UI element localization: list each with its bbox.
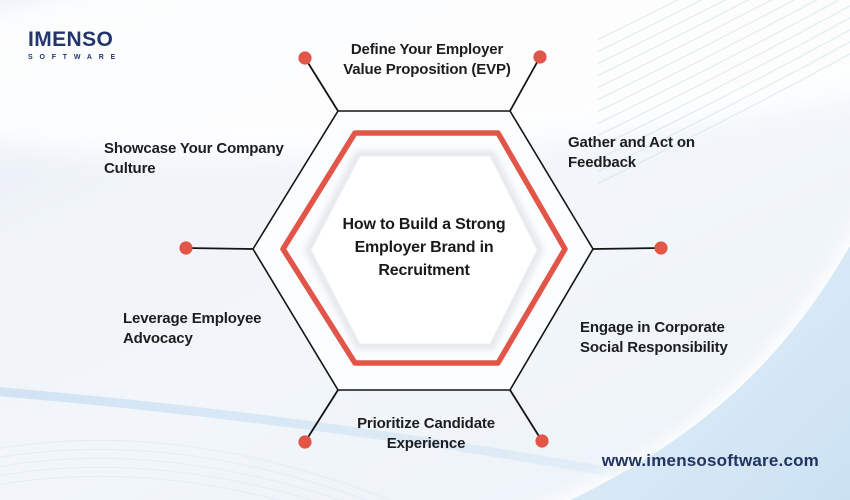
connector-line-top-left — [304, 57, 339, 112]
node-label-advocacy: Leverage Employee Advocacy — [123, 310, 262, 347]
connector-line-left — [185, 247, 254, 250]
vertex-dot-right — [654, 241, 668, 255]
connector-line-bottom-right — [509, 389, 543, 442]
website-url: www.imensosoftware.com — [601, 451, 819, 470]
vertex-dot-left — [179, 241, 193, 255]
brand-logo-wordmark: IMENSO — [28, 28, 114, 51]
connector-line-bottom-left — [304, 389, 339, 443]
brand-logo-tagline: SOFTWARE — [28, 54, 123, 61]
wavy-arcs-bottom-left — [0, 439, 391, 500]
node-label-csr: Engage in Corporate Social Responsibilit… — [580, 319, 728, 356]
node-label-evp: Define Your Employer Value Proposition (… — [343, 41, 511, 78]
accent-hexagon — [280, 130, 568, 366]
vertex-dot-bottom-right — [535, 434, 549, 448]
vertex-dot-bottom-left — [298, 435, 312, 449]
diagram-title: How to Build a Strong Employer Brand in … — [342, 216, 506, 279]
brand-logo: IMENSO SOFTWARE — [28, 29, 122, 61]
connector-line-right — [592, 247, 662, 250]
node-label-candidate-experience: Prioritize Candidate Experience — [357, 415, 495, 452]
node-label-feedback: Gather and Act on Feedback — [568, 134, 695, 171]
connector-line-top-right — [509, 56, 541, 112]
node-label-culture: Showcase Your Company Culture — [104, 140, 284, 177]
vertex-dot-top-left — [298, 51, 312, 65]
vertex-dot-top-right — [533, 50, 547, 64]
inner-hexagon — [310, 155, 538, 345]
concentric-arcs-top-right — [598, 0, 850, 185]
swoosh-blue — [570, 245, 850, 500]
